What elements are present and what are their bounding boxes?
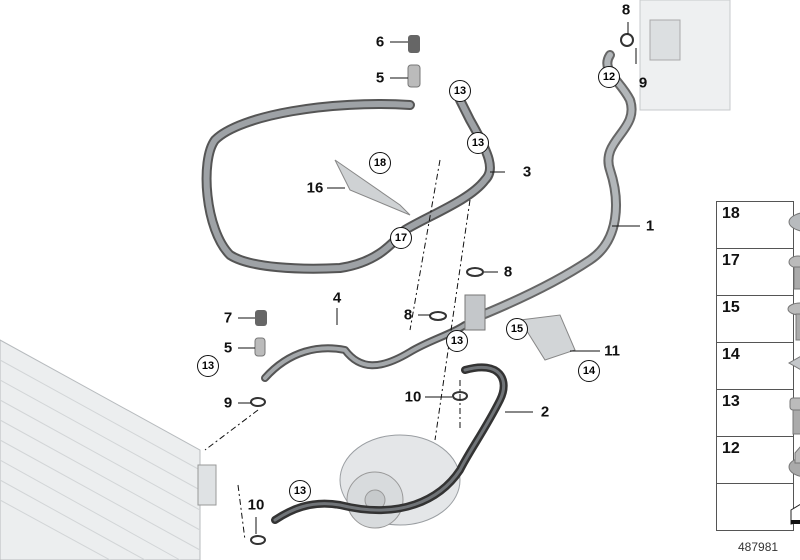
o-ring	[429, 311, 447, 321]
diagram-reference-number: 487981	[738, 540, 779, 554]
circled-callout-12: 12	[598, 66, 620, 88]
cap-7	[255, 310, 267, 326]
callout-7: 7	[223, 309, 233, 327]
hose-4	[261, 321, 469, 382]
o-ring	[250, 397, 266, 407]
circled-callout-13: 13	[449, 80, 471, 102]
circled-callout-13: 13	[289, 480, 311, 502]
o-ring	[250, 535, 266, 545]
legend-item-12: 12	[717, 437, 800, 484]
bracket-11	[519, 314, 576, 361]
o-ring	[620, 33, 634, 47]
circled-callout-18: 18	[369, 152, 391, 174]
callout-8: 8	[621, 1, 631, 19]
legend-item-15: 15	[717, 296, 800, 343]
circled-callout-13: 13	[467, 132, 489, 154]
legend-item-number: 15	[722, 299, 740, 316]
callout-2: 2	[540, 403, 550, 421]
legend-item-arrow	[717, 484, 800, 530]
circled-callout-15: 15	[506, 318, 528, 340]
legend-item-number: 13	[722, 393, 740, 410]
connector-block	[464, 294, 486, 331]
callout-8: 8	[503, 263, 513, 281]
evaporator-illustration	[639, 0, 731, 111]
legend-item-number: 18	[722, 205, 740, 222]
circled-callout-13: 13	[197, 355, 219, 377]
legend-item-number: 14	[722, 346, 740, 363]
circled-callout-17: 17	[390, 227, 412, 249]
legend-item-14: 14	[717, 343, 800, 390]
leader-lines	[238, 22, 640, 534]
callout-1: 1	[645, 217, 655, 235]
assembly-lines	[204, 159, 471, 541]
legend-item-13: 13	[717, 390, 800, 437]
bracket-16	[334, 159, 411, 216]
legend-item-number: 17	[722, 252, 740, 269]
callout-16: 16	[306, 179, 324, 197]
compressor-illustration	[339, 434, 461, 529]
condenser-illustration	[0, 339, 217, 560]
callout-10: 10	[404, 388, 422, 406]
circled-callout-13: 13	[446, 330, 468, 352]
legend-item-17: 17	[717, 249, 800, 296]
callout-4: 4	[332, 289, 342, 307]
legend-item-18: 18	[717, 202, 800, 249]
callout-5: 5	[375, 69, 385, 87]
callout-10: 10	[247, 496, 265, 514]
valve-5b	[254, 337, 266, 357]
valve-5	[407, 64, 421, 88]
callout-5: 5	[223, 339, 233, 357]
legend-item-number: 12	[722, 440, 740, 457]
callout-8: 8	[403, 306, 413, 324]
callout-6: 6	[375, 33, 385, 51]
callout-3: 3	[522, 163, 532, 181]
cap-6	[408, 35, 420, 53]
callout-11: 11	[604, 342, 620, 360]
callout-9: 9	[638, 74, 648, 92]
circled-callout-14: 14	[578, 360, 600, 382]
callout-9: 9	[223, 394, 233, 412]
fastener-legend: 18 17 15 14 13 12	[716, 201, 800, 531]
o-ring	[466, 267, 484, 277]
